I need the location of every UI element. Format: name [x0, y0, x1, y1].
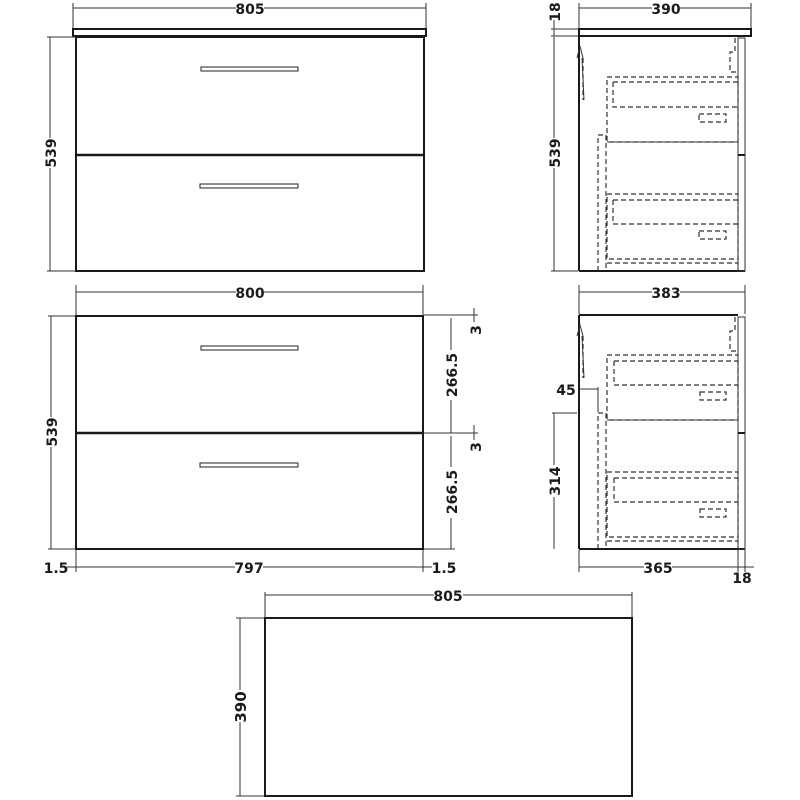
drawer-handle-icon: [199, 462, 299, 468]
dim-left-inset: 1.5: [44, 561, 69, 577]
dim-top-width: 805: [235, 2, 264, 18]
drawer-box-1: [606, 354, 739, 421]
dim-drawer-2-height: 266.5: [445, 470, 461, 514]
front-view-carcass: 800 539 266.5 266.5 3 3 1.5 797 1.5: [44, 285, 485, 577]
dim-width: 800: [235, 286, 264, 302]
drawer-handle-cutout-icon: [699, 508, 727, 518]
worktop-plan: [264, 617, 633, 797]
dim-bracket-height: 314: [548, 466, 564, 495]
worktop-front: [72, 28, 427, 37]
drawer-box-2: [606, 193, 739, 260]
dim-gap-middle: 3: [469, 442, 485, 452]
drawer-box-1: [606, 76, 739, 143]
dim-top-thickness: 18: [548, 2, 564, 21]
worktop-side: [578, 28, 752, 37]
dim-drawer-1-height: 266.5: [445, 353, 461, 397]
dim-gap-top: 3: [469, 325, 485, 335]
dim-front-thickness: 18: [732, 571, 751, 587]
dim-plan-depth: 390: [232, 691, 250, 722]
drawer-handle-icon: [200, 66, 299, 72]
side-view-with-top: 390 18 539: [548, 2, 752, 272]
dim-drawer-front-width: 797: [234, 561, 263, 577]
front-view-with-top: 805 539: [44, 2, 427, 272]
dim-carcass-depth: 365: [643, 561, 672, 577]
dim-depth: 390: [651, 2, 680, 18]
dim-height: 539: [548, 138, 564, 167]
dim-right-inset: 1.5: [432, 561, 457, 577]
side-view-carcass: 383 45 314 365 18: [548, 285, 754, 587]
dim-height: 539: [45, 417, 61, 446]
dim-bracket-offset: 45: [556, 383, 575, 399]
drawer-handle-icon: [199, 183, 299, 189]
drawer-handle-cutout-icon: [698, 230, 727, 240]
drawer-handle-icon: [200, 345, 299, 351]
dim-height: 539: [44, 138, 60, 167]
top-plan-view: 805 390: [232, 589, 633, 797]
dim-plan-width: 805: [433, 589, 462, 605]
drawer-handle-cutout-icon: [699, 391, 727, 401]
dim-depth: 383: [651, 286, 680, 302]
drawer-handle-cutout-icon: [698, 113, 727, 123]
drawer-box-2: [606, 471, 739, 538]
